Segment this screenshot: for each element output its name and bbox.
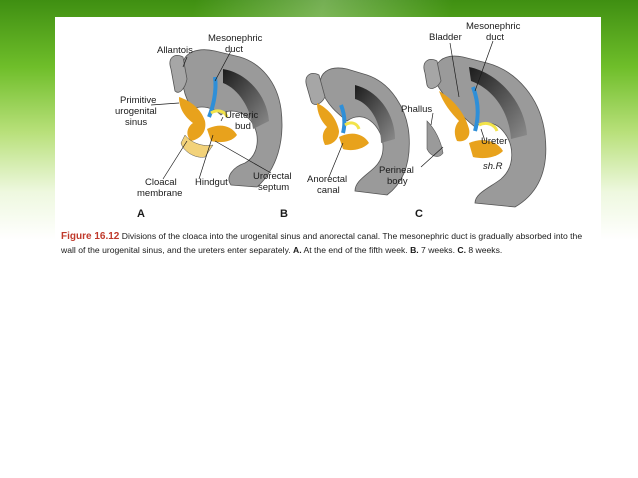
figure-panel: Allantois Mesonephric duct Primitive uro… (55, 17, 601, 285)
panel-b-allantois-stalk (305, 73, 326, 105)
figure-number: Figure 16.12 (61, 231, 120, 242)
label-ureteric-2: bud (235, 121, 251, 132)
label-c-mesonephric-duct-2: duct (486, 32, 504, 43)
label-ureteric-1: Ureteric (225, 110, 259, 121)
leader-lines (150, 40, 494, 180)
label-anorectal-1: Anorectal (307, 174, 347, 185)
panel-c-dark-core (469, 67, 527, 139)
label-perineal-1: Perineal (379, 165, 414, 176)
label-primitive-1: Primitive (120, 95, 156, 106)
panel-c-illustration (423, 55, 547, 208)
label-ureter: Ureter (481, 136, 507, 147)
label-hindgut: Hindgut (195, 177, 228, 188)
caption-text: Divisions of the cloaca into the urogeni… (61, 231, 582, 255)
label-allantois: Allantois (157, 45, 193, 56)
panel-letter-c: C (415, 208, 423, 220)
panel-b-ureteric-bud (344, 121, 361, 130)
label-perineal-2: body (387, 176, 408, 187)
panel-a-labels: Allantois Mesonephric duct Primitive uro… (115, 33, 263, 220)
panel-c-bladder (439, 91, 470, 142)
panel-letter-a: A (137, 208, 145, 220)
artist-signature: sh.R (483, 161, 503, 172)
cloaca-diagram: Allantois Mesonephric duct Primitive uro… (115, 21, 547, 220)
label-bladder: Bladder (429, 32, 462, 43)
label-primitive-2: urogenital (115, 106, 157, 117)
caption-part-2: A. (293, 244, 302, 255)
panel-a-dark-core (223, 69, 269, 129)
label-phallus: Phallus (401, 104, 432, 115)
panel-b-anorectal-canal (339, 133, 369, 151)
panel-c-mesonephric-duct (471, 86, 480, 132)
label-a-mesonephric-duct-2: duct (225, 44, 243, 55)
panel-a-cloaca (180, 134, 214, 158)
panel-b-mesonephric-duct (339, 104, 347, 134)
label-anorectal-2: canal (317, 185, 340, 196)
panel-b-urogenital-sinus (317, 103, 339, 145)
panel-b-body (319, 67, 410, 196)
panel-b-illustration (305, 67, 410, 196)
label-c-mesonephric-duct-1: Mesonephric (466, 21, 521, 32)
panel-letter-b: B (280, 208, 288, 220)
caption-part-3: At the end of the fifth week. (301, 244, 411, 255)
label-urorectal-1: Urorectal (253, 171, 292, 182)
label-a-mesonephric-duct-1: Mesonephric (208, 33, 263, 44)
panel-c-rectum (469, 140, 503, 159)
panel-b-dark-core (355, 85, 395, 143)
label-cloacal-1: Cloacal (145, 177, 177, 188)
caption-part-1: Divisions of the cloaca into the urogeni… (61, 231, 583, 255)
panel-a-body (181, 49, 283, 188)
caption-part-4: B. (410, 244, 419, 255)
caption-part-7: 8 weeks. (465, 244, 503, 255)
caption-part-5: 7 weeks. (418, 244, 458, 255)
caption-part-6: C. (457, 244, 466, 255)
panel-a-illustration (169, 49, 283, 188)
panel-a-allantois-stalk (169, 55, 188, 93)
panel-a-urogenital-sinus (179, 97, 206, 141)
panel-a-hindgut (207, 125, 237, 143)
label-urorectal-2: septum (258, 182, 289, 193)
label-primitive-3: sinus (125, 117, 147, 128)
panel-b-labels: Urorectal septum Anorectal canal B (253, 171, 347, 220)
panel-c-ureter (478, 121, 499, 132)
figure-caption: Figure 16.12 Divisions of the cloaca int… (61, 230, 597, 256)
panel-c-labels: Bladder Mesonephric duct Phallus Ureter … (379, 21, 521, 220)
panel-c-allantois-stalk (423, 59, 442, 89)
label-cloacal-2: membrane (137, 188, 182, 199)
panel-c-phallus (426, 120, 444, 157)
panel-a-ureteric-bud (210, 109, 229, 118)
